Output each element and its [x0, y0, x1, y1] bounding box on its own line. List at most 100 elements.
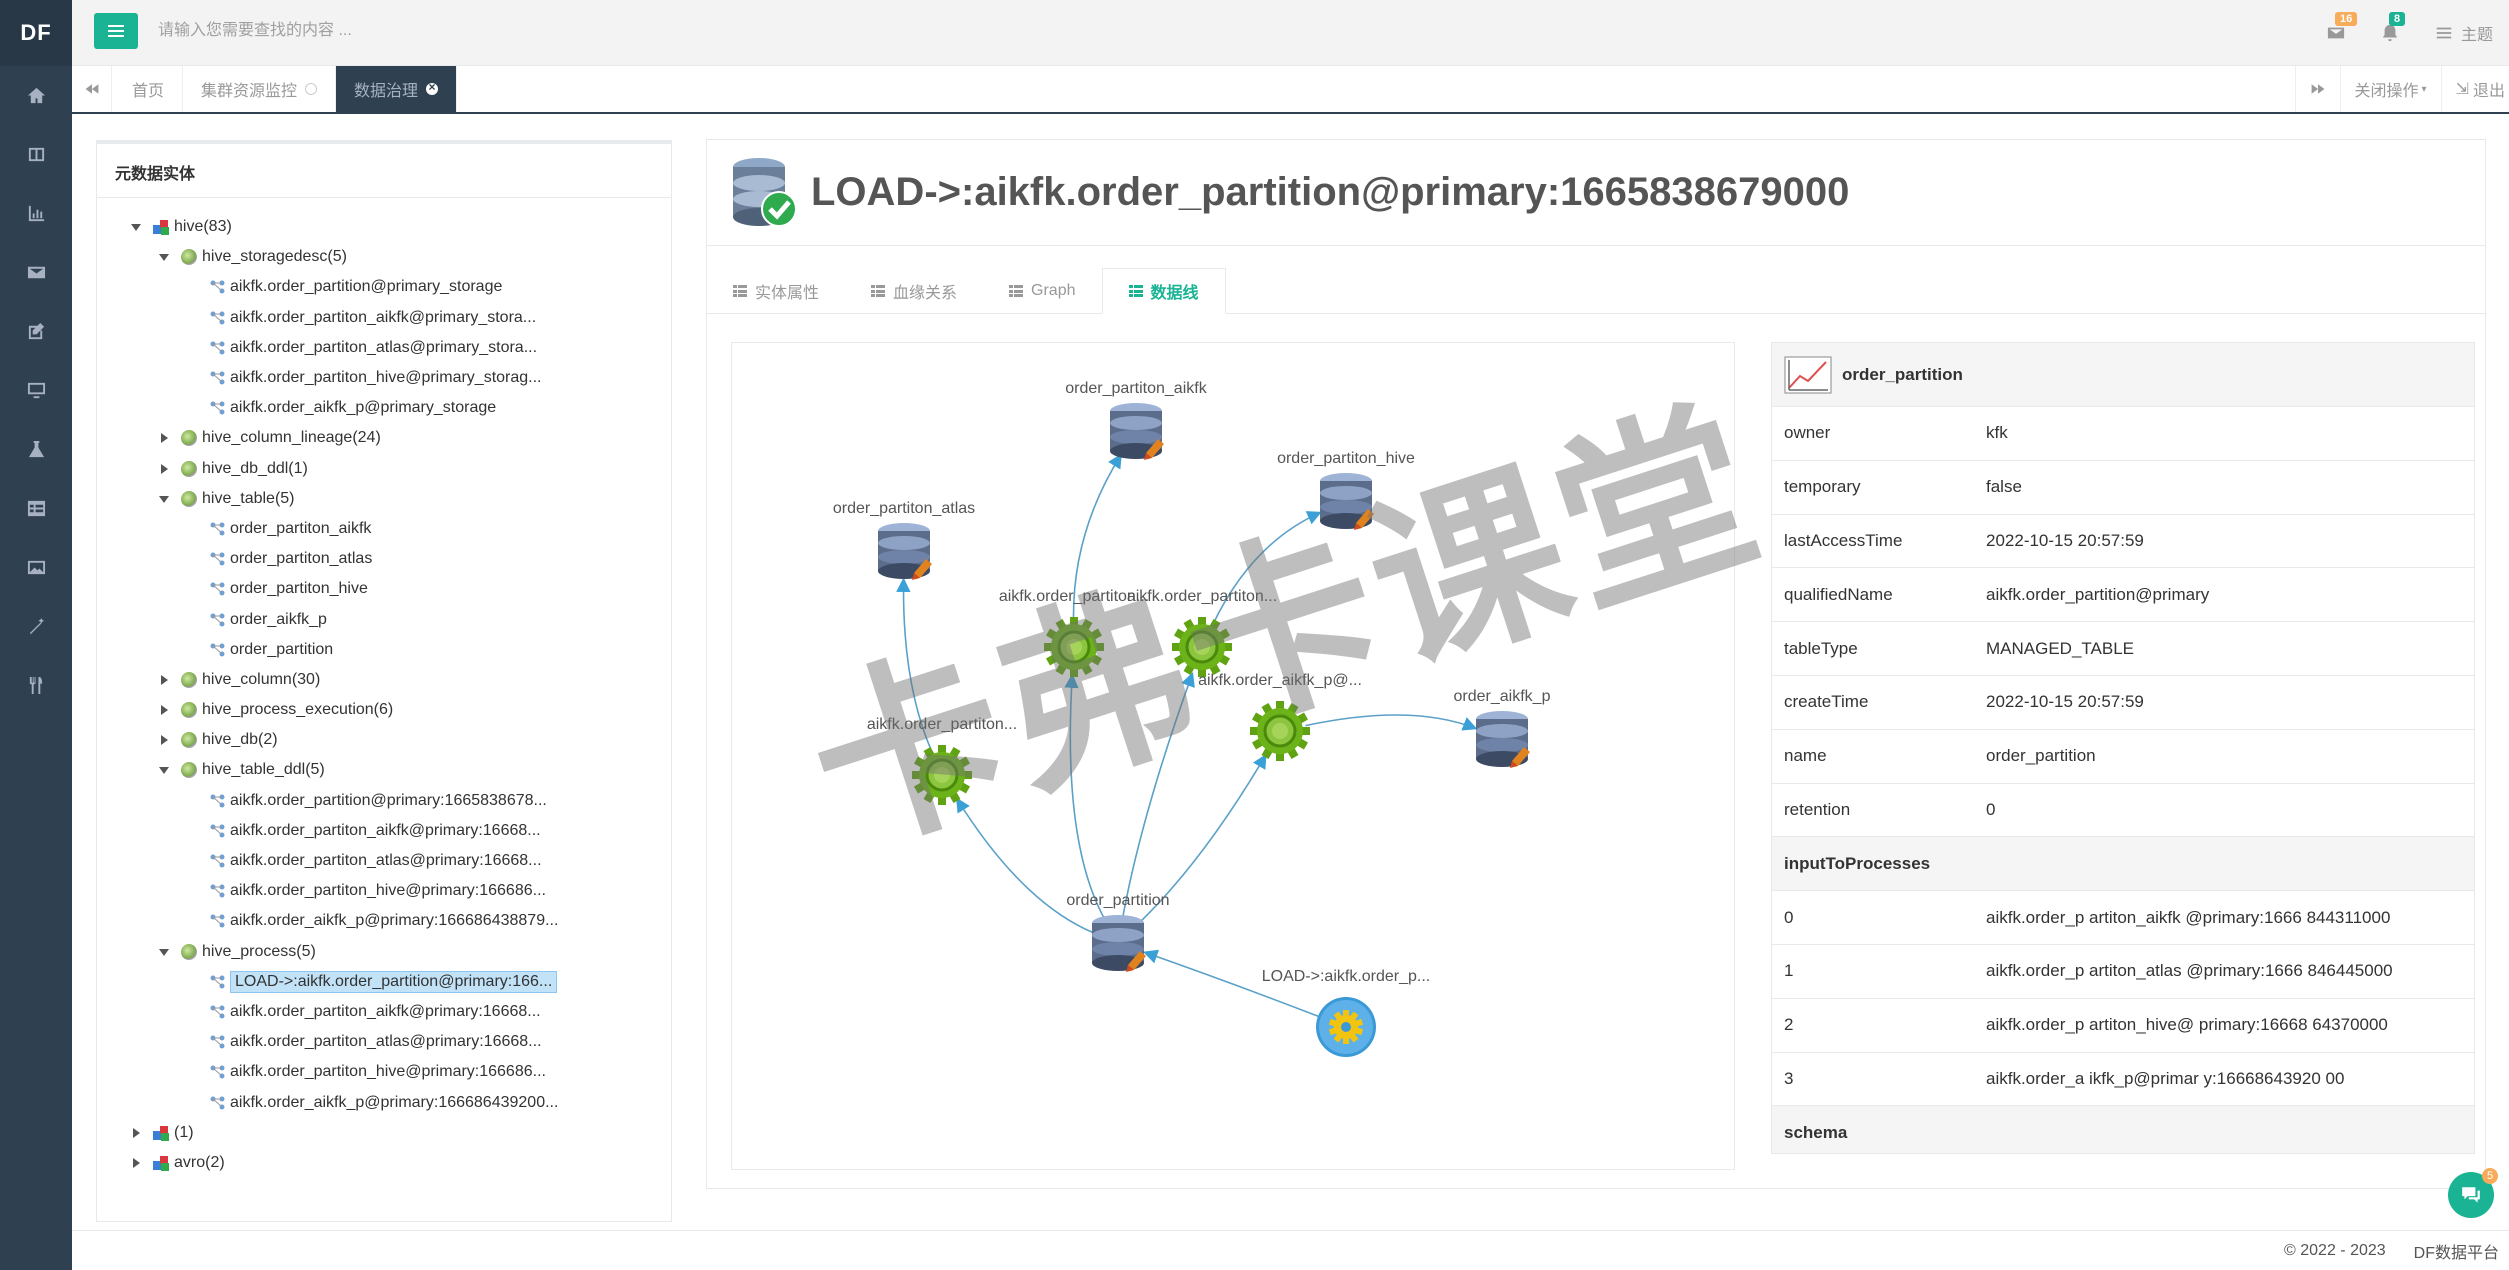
process-node[interactable]	[1044, 617, 1104, 677]
load-process-node[interactable]	[1316, 997, 1376, 1057]
tree-leaf-item[interactable]: aikfk.order_partiton_hive@primary:166686…	[97, 1057, 671, 1087]
close-operations-dropdown[interactable]: 关闭操作▾	[2339, 66, 2441, 112]
entity-type-icon	[181, 430, 197, 447]
cutlery-icon[interactable]	[0, 656, 72, 715]
tab-home[interactable]: 首页	[114, 66, 184, 112]
tab-data-line[interactable]: 数据线	[1101, 268, 1226, 314]
tab-label: 数据线	[1150, 285, 1199, 302]
tree-leaf-item[interactable]: aikfk.order_partiton_atlas@primary:16668…	[97, 846, 671, 876]
tree-collapse-icon[interactable]	[159, 947, 169, 957]
table-node[interactable]	[1110, 403, 1164, 460]
tree-expand-icon[interactable]	[159, 463, 169, 474]
tree-expand-icon[interactable]	[131, 1157, 141, 1168]
entity-icon	[209, 310, 225, 326]
tree-folder-item[interactable]: (1)	[97, 1118, 671, 1148]
notifications-button[interactable]: 8	[2381, 12, 2406, 42]
tree-folder-item[interactable]: hive_db_ddl(1)	[97, 454, 671, 484]
table-node[interactable]	[878, 523, 932, 580]
logout-button[interactable]: ⇲退出	[2440, 66, 2509, 112]
lineage-edge	[1143, 949, 1323, 1019]
entity-type-icon	[181, 702, 197, 719]
messages-button[interactable]: 16	[2327, 12, 2358, 42]
table-node[interactable]	[1320, 473, 1374, 530]
tree-folder-item[interactable]: hive_table(5)	[97, 484, 671, 514]
desktop-icon[interactable]	[0, 361, 72, 420]
tree-collapse-icon[interactable]	[131, 222, 141, 232]
tree-collapse-icon[interactable]	[159, 765, 169, 775]
search-input[interactable]	[158, 14, 758, 48]
tree-folder-item[interactable]: hive(83)	[97, 212, 671, 242]
envelope-icon[interactable]	[0, 243, 72, 302]
tree-leaf-item[interactable]: aikfk.order_partition@primary:1665838678…	[97, 786, 671, 816]
tree-folder-item[interactable]: avro(2)	[97, 1148, 671, 1178]
table-node[interactable]	[1092, 915, 1146, 972]
tree-folder-item[interactable]: hive_table_ddl(5)	[97, 755, 671, 785]
process-node[interactable]	[1250, 701, 1310, 761]
tree-folder-item[interactable]: hive_storagedesc(5)	[97, 242, 671, 272]
tree-leaf-item[interactable]: aikfk.order_partition@primary_storage	[97, 272, 671, 302]
picture-icon[interactable]	[0, 538, 72, 597]
tab-lineage[interactable]: 血缘关系	[845, 268, 983, 314]
process-node[interactable]	[912, 745, 972, 805]
tree-leaf-item[interactable]: aikfk.order_partiton_aikfk@primary:16668…	[97, 816, 671, 846]
tab-label: 血缘关系	[893, 285, 958, 302]
tree-folder-item[interactable]: hive_column_lineage(24)	[97, 423, 671, 453]
tree-folder-item[interactable]: hive_db(2)	[97, 725, 671, 755]
tree-folder-item[interactable]: hive_process(5)	[97, 937, 671, 967]
tab-cluster-monitor[interactable]: 集群资源监控	[183, 66, 337, 112]
magic-icon[interactable]	[0, 597, 72, 656]
tree-leaf-item[interactable]: order_partiton_aikfk	[97, 514, 671, 544]
tabs-scroll-left-button[interactable]	[72, 66, 112, 112]
tree-leaf-item[interactable]: aikfk.order_partiton_aikfk@primary:16668…	[97, 997, 671, 1027]
grid-icon	[1128, 285, 1143, 297]
tab-entity-attributes[interactable]: 实体属性	[707, 268, 845, 314]
tree-expand-icon[interactable]	[159, 433, 169, 444]
tree-leaf-item[interactable]: aikfk.order_partiton_aikfk@primary_stora…	[97, 303, 671, 333]
tree-leaf-item[interactable]: LOAD->:aikfk.order_partition@primary:166…	[97, 967, 671, 997]
tree-leaf-item[interactable]: aikfk.order_partiton_hive@primary_storag…	[97, 363, 671, 393]
columns-icon[interactable]	[0, 125, 72, 184]
edit-icon[interactable]	[0, 302, 72, 361]
theme-button[interactable]: 主题	[2435, 21, 2493, 45]
table-node[interactable]	[1476, 711, 1530, 768]
chat-button[interactable]: 5	[2448, 1168, 2498, 1218]
lineage-graph-canvas[interactable]: order_partiton_aikfkorder_partiton_hiveo…	[732, 343, 1736, 1171]
property-key: retention	[1784, 799, 1851, 819]
bar-chart-icon[interactable]	[0, 184, 72, 243]
tab-graph[interactable]: Graph	[983, 268, 1101, 314]
tree-leaf-item[interactable]: order_partiton_atlas	[97, 544, 671, 574]
property-value: 2022-10-15 20:57:59	[1986, 692, 2144, 712]
tree-leaf-item[interactable]: aikfk.order_aikfk_p@primary:166686438879…	[97, 906, 671, 936]
tree-leaf-item[interactable]: order_partiton_hive	[97, 574, 671, 604]
close-icon[interactable]	[426, 80, 439, 95]
tab-data-governance[interactable]: 数据治理	[336, 66, 458, 112]
property-value: aikfk.order_p artiton_atlas @primary:166…	[1986, 961, 2393, 981]
tree-expand-icon[interactable]	[131, 1127, 141, 1138]
table-icon[interactable]	[0, 479, 72, 538]
tree-leaf-item[interactable]: aikfk.order_aikfk_p@primary_storage	[97, 393, 671, 423]
tree-folder-item[interactable]: hive_column(30)	[97, 665, 671, 695]
tree-expand-icon[interactable]	[159, 735, 169, 746]
tabs-scroll-right-button[interactable]	[2294, 66, 2340, 112]
tree-folder-item[interactable]: hive_process_execution(6)	[97, 695, 671, 725]
close-icon[interactable]	[305, 83, 318, 95]
copyright: © 2022 - 2023	[2284, 1241, 2386, 1259]
tree-expand-icon[interactable]	[159, 705, 169, 716]
tree-leaf-item[interactable]: aikfk.order_partiton_atlas@primary_stora…	[97, 333, 671, 363]
tree-leaf-item[interactable]: order_partition	[97, 635, 671, 665]
home-icon[interactable]	[0, 66, 72, 125]
tree-leaf-item[interactable]: aikfk.order_partiton_atlas@primary:16668…	[97, 1027, 671, 1057]
process-node[interactable]	[1172, 617, 1232, 677]
tree-collapse-icon[interactable]	[159, 252, 169, 262]
tree-expand-icon[interactable]	[159, 674, 169, 685]
tree-collapse-icon[interactable]	[159, 494, 169, 504]
tree-leaf-item[interactable]: aikfk.order_aikfk_p@primary:166686439200…	[97, 1087, 671, 1117]
tree-leaf-item[interactable]: order_aikfk_p	[97, 604, 671, 634]
tree-leaf-item[interactable]: aikfk.order_partiton_hive@primary:166686…	[97, 876, 671, 906]
section-input-to-processes: inputToProcesses	[1772, 837, 2474, 892]
menu-toggle-button[interactable]	[94, 13, 138, 49]
flask-icon[interactable]	[0, 420, 72, 479]
